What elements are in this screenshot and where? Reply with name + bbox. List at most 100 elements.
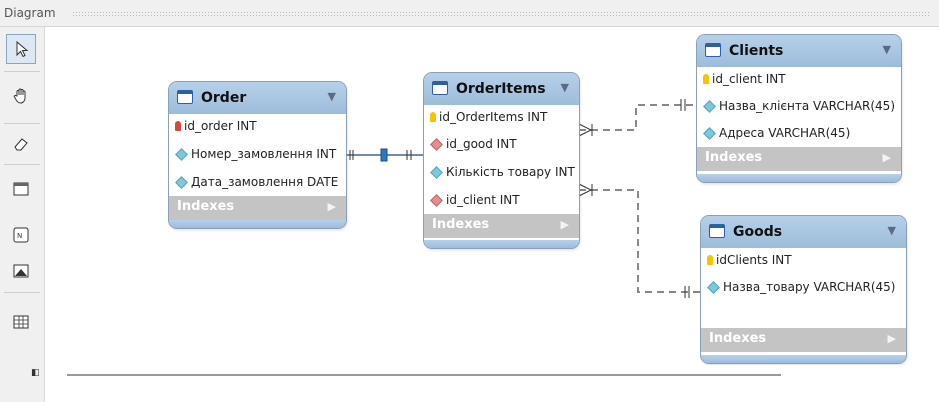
toolbar-separator xyxy=(4,292,40,293)
column-diamond-icon xyxy=(703,126,716,140)
column-row[interactable]: id_client INT xyxy=(430,191,520,209)
primary-key-icon xyxy=(175,121,181,131)
table-header[interactable]: Order ▼ xyxy=(169,82,346,114)
table-header[interactable]: Clients ▼ xyxy=(697,35,901,67)
image-icon xyxy=(13,264,29,278)
column-label: Номер_замовлення INT xyxy=(191,147,337,161)
table-clients[interactable]: Clients ▼ id_client INT Назва_клієнта VA… xyxy=(697,35,901,182)
toolbar-separator xyxy=(4,164,40,165)
toolbar-separator xyxy=(4,123,40,124)
indexes-section[interactable]: Indexes ▶ xyxy=(424,214,579,238)
expand-arrow-icon[interactable]: ▶ xyxy=(882,151,891,164)
table-footer xyxy=(697,174,901,182)
column-diamond-icon xyxy=(175,175,188,189)
column-label: Дата_замовлення DATE xyxy=(191,175,339,189)
indexes-section[interactable]: Indexes ▶ xyxy=(697,147,901,171)
collapse-arrow-icon[interactable]: ▼ xyxy=(327,90,336,103)
table-header[interactable]: OrderItems ▼ xyxy=(424,73,579,105)
column-label: id_client INT xyxy=(446,193,520,207)
column-diamond-icon xyxy=(430,165,443,179)
table-tool-button[interactable] xyxy=(6,307,36,337)
relation-handle[interactable] xyxy=(380,148,388,162)
table-order[interactable]: Order ▼ id_order INT Номер_замовлення IN… xyxy=(169,82,346,228)
scrollbar-thumb[interactable] xyxy=(67,374,781,376)
table-title: Clients xyxy=(729,43,784,59)
column-label: Кількість товару INT xyxy=(446,165,575,179)
expand-arrow-icon[interactable]: ▶ xyxy=(560,218,569,231)
columns-list: id_client INT Назва_клієнта VARCHAR(45) … xyxy=(697,67,901,149)
column-row[interactable]: Назва_клієнта VARCHAR(45) xyxy=(703,97,895,115)
horizontal-scrollbar[interactable]: ◧ xyxy=(31,365,939,402)
diagram-title-bar: Diagram xyxy=(0,0,939,27)
column-diamond-icon xyxy=(175,147,188,161)
pointer-icon xyxy=(16,40,29,58)
table-title: OrderItems xyxy=(456,81,546,97)
many-end-marker xyxy=(578,183,593,197)
column-row[interactable]: idClients INT xyxy=(707,251,792,269)
orderitems-clients-relation[interactable] xyxy=(579,104,697,131)
expand-arrow-icon[interactable]: ▶ xyxy=(887,332,896,345)
primary-key-icon xyxy=(430,112,436,122)
indexes-section[interactable]: Indexes ▶ xyxy=(701,328,906,352)
svg-text:N: N xyxy=(17,232,22,240)
table-orderitems[interactable]: OrderItems ▼ id_OrderItems INT id_good I… xyxy=(424,73,579,248)
one-end-marker xyxy=(684,286,690,298)
collapse-arrow-icon[interactable]: ▼ xyxy=(560,81,569,94)
columns-list: idClients INT Назва_товару VARCHAR(45) xyxy=(701,248,906,330)
order-end-marker xyxy=(349,150,354,160)
column-label: Назва_клієнта VARCHAR(45) xyxy=(719,99,895,113)
indexes-section[interactable]: Indexes ▶ xyxy=(169,196,346,220)
many-end-marker xyxy=(578,123,593,137)
table-icon xyxy=(177,90,193,104)
table-goods[interactable]: Goods ▼ idClients INT Назва_товару VARCH… xyxy=(701,216,906,363)
indexes-label: Indexes xyxy=(432,217,490,232)
column-diamond-icon xyxy=(703,99,716,113)
image-tool-button[interactable] xyxy=(6,256,36,286)
one-end-marker xyxy=(680,99,686,111)
column-diamond-icon xyxy=(707,280,720,294)
column-label: id_good INT xyxy=(446,137,517,151)
column-label: id_client INT xyxy=(712,72,786,86)
table-title: Order xyxy=(201,90,247,106)
note-icon: N xyxy=(13,227,29,243)
diagram-toolbar: N xyxy=(0,27,45,402)
table-icon xyxy=(432,81,448,95)
primary-key-icon xyxy=(703,74,709,84)
column-row[interactable]: id_good INT xyxy=(430,135,517,153)
hand-tool-button[interactable] xyxy=(6,81,36,111)
indexes-label: Indexes xyxy=(705,150,763,165)
layer-tool-button[interactable] xyxy=(6,174,36,204)
note-tool-button[interactable]: N xyxy=(6,220,36,250)
columns-list: id_order INT Номер_замовлення INT Дата_з… xyxy=(169,114,346,196)
foreign-key-diamond-icon xyxy=(430,193,443,207)
table-title: Goods xyxy=(733,224,783,240)
diagram-title: Diagram xyxy=(4,6,56,20)
column-row[interactable]: Номер_замовлення INT xyxy=(175,145,336,163)
column-row[interactable]: Кількість товару INT xyxy=(430,163,575,181)
column-label: id_OrderItems INT xyxy=(439,110,548,124)
column-row[interactable]: Дата_замовлення DATE xyxy=(175,173,338,191)
orderitems-goods-relation[interactable] xyxy=(579,189,701,293)
indexes-label: Indexes xyxy=(177,199,235,214)
column-row[interactable]: id_order INT xyxy=(175,117,257,135)
column-row[interactable]: Назва_товару VARCHAR(45) xyxy=(707,278,895,296)
column-label: Назва_товару VARCHAR(45) xyxy=(723,280,896,294)
pointer-tool-button[interactable] xyxy=(6,34,36,64)
collapse-arrow-icon[interactable]: ▼ xyxy=(882,43,891,56)
indexes-label: Indexes xyxy=(709,331,767,346)
column-row[interactable]: id_client INT xyxy=(703,70,786,88)
eraser-tool-button[interactable] xyxy=(6,129,36,159)
primary-key-icon xyxy=(707,255,713,265)
column-row[interactable]: id_OrderItems INT xyxy=(430,108,547,126)
foreign-key-diamond-icon xyxy=(430,137,443,151)
table-icon xyxy=(709,224,725,238)
title-bar-grip[interactable] xyxy=(72,11,931,16)
scroll-left-icon[interactable]: ◧ xyxy=(31,368,40,378)
columns-list: id_OrderItems INT id_good INT Кількість … xyxy=(424,105,579,214)
table-header[interactable]: Goods ▼ xyxy=(701,216,906,248)
expand-arrow-icon[interactable]: ▶ xyxy=(327,200,336,213)
collapse-arrow-icon[interactable]: ▼ xyxy=(887,224,896,237)
column-row[interactable]: Адреса VARCHAR(45) xyxy=(703,124,850,142)
toolbar-separator xyxy=(4,71,40,72)
